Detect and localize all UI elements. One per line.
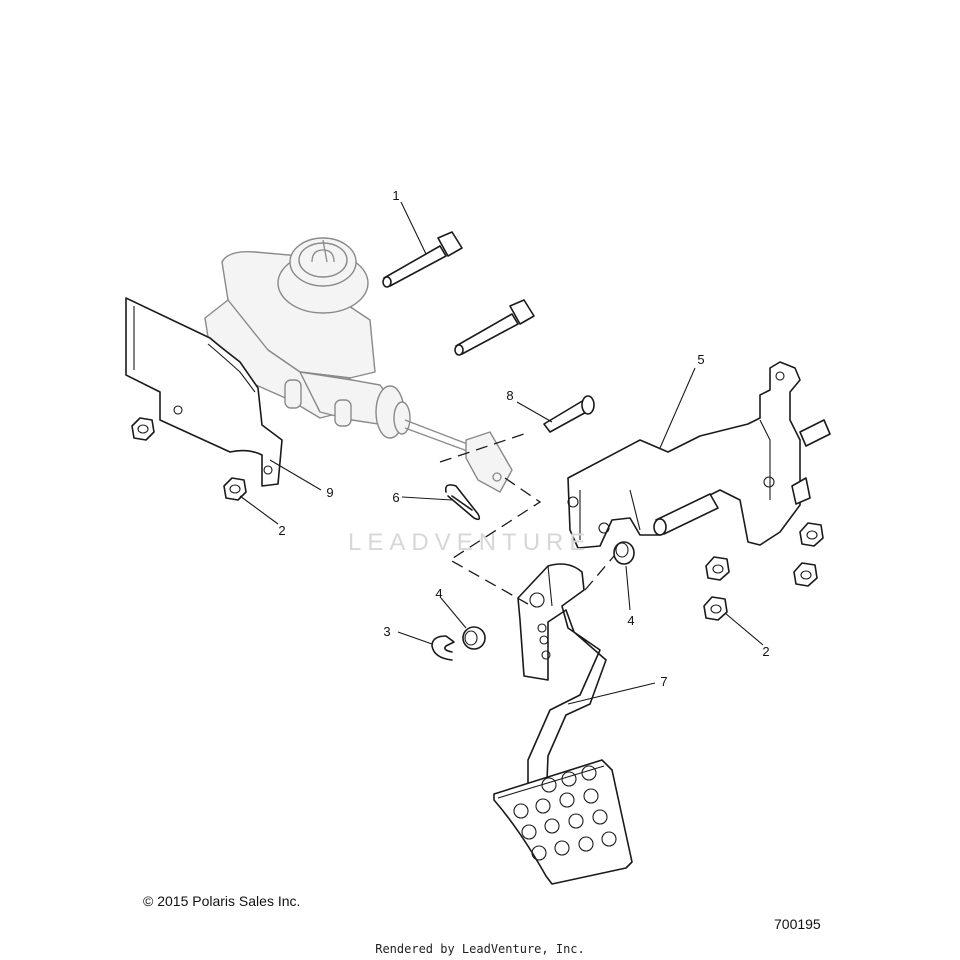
callout-3: 3 (383, 624, 390, 639)
callout-2-left: 2 (278, 523, 285, 538)
rendered-by-footer: Rendered by LeadVenture, Inc. (375, 942, 585, 956)
copyright-notice: © 2015 Polaris Sales Inc. (143, 893, 301, 909)
bushing-left (462, 626, 486, 650)
callout-1: 1 (392, 188, 399, 203)
callout-2-right: 2 (762, 644, 769, 659)
flange-nut-r2 (799, 522, 824, 547)
flange-bolt-lower (454, 299, 535, 356)
pedal-mount-bracket (567, 361, 831, 549)
figure-number: 700195 (774, 916, 821, 932)
bushing-right (613, 541, 635, 565)
clevis-pin (543, 395, 595, 433)
pedal-pad (493, 759, 633, 885)
heat-shield-bracket (125, 297, 283, 487)
e-clip (431, 635, 455, 661)
master-cylinder (204, 237, 513, 493)
assembly-lines (439, 433, 615, 605)
flange-nut-left-upper (131, 417, 155, 441)
callout-labels: 1 2 2 3 4 4 5 6 7 8 9 (278, 188, 769, 689)
callout-4-left: 4 (435, 586, 442, 601)
flange-bolt-upper (382, 231, 463, 288)
callout-4-right: 4 (627, 613, 634, 628)
hair-pin-clip (444, 484, 481, 521)
brake-pedal (517, 563, 607, 805)
callout-7: 7 (660, 674, 667, 689)
flange-nut-r3 (793, 562, 818, 587)
flange-nut-r1 (705, 556, 730, 581)
leader-lines (239, 201, 764, 705)
callout-6: 6 (392, 490, 399, 505)
callout-9: 9 (326, 485, 333, 500)
watermark-text: LEADVENTURE (348, 529, 592, 556)
flange-nut-left-lower (223, 477, 247, 501)
callout-5: 5 (697, 352, 704, 367)
callout-8: 8 (506, 388, 513, 403)
flange-nut-r4 (703, 596, 728, 621)
